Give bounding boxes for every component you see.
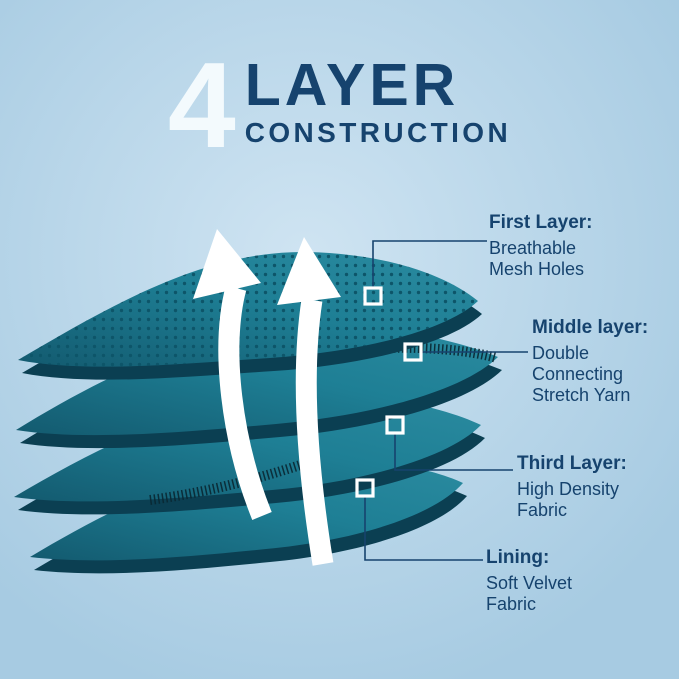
marker-middle-layer: [403, 342, 423, 362]
callout-third-layer-body: High Density Fabric: [517, 478, 620, 520]
title-subtitle: CONSTRUCTION: [244, 117, 512, 149]
velvet-fuzz-texture: [149, 457, 312, 505]
callout-first-layer-body: Breathable Mesh Holes: [489, 237, 585, 279]
callout-third-layer: Third Layer: High Density Fabric: [517, 453, 627, 521]
callout-middle-layer: Middle layer: Double Connecting Stretch …: [532, 317, 648, 406]
callout-first-layer: First Layer: Breathable Mesh Holes: [489, 212, 592, 280]
callout-lining: Lining: Soft Velvet Fabric: [486, 547, 572, 615]
connector-lining: [364, 496, 483, 561]
airflow-arrow-left-icon: [193, 229, 272, 520]
callout-third-layer-heading: Third Layer:: [517, 453, 627, 474]
title-block: 4 LAYER CONSTRUCTION: [167, 37, 512, 173]
callout-connectors: [355, 240, 528, 561]
callout-lining-heading: Lining:: [486, 547, 550, 568]
title-text-column: LAYER CONSTRUCTION: [244, 52, 512, 149]
marker-third-layer: [385, 415, 405, 435]
callout-first-layer-heading: First Layer:: [489, 212, 593, 233]
callout-middle-layer-heading: Middle layer:: [532, 317, 649, 338]
marker-first-layer: [363, 286, 383, 306]
airflow-arrows: [193, 229, 341, 566]
connector-first-layer: [372, 240, 487, 288]
title-word: LAYER: [244, 52, 460, 118]
connector-third-layer: [394, 433, 513, 471]
marker-lining: [355, 478, 375, 498]
callout-middle-layer-body: Double Connecting Stretch Yarn: [532, 342, 631, 405]
airflow-arrow-right-icon: [277, 237, 341, 566]
callout-lining-body: Soft Velvet Fabric: [486, 572, 573, 614]
title-number: 4: [167, 37, 236, 173]
